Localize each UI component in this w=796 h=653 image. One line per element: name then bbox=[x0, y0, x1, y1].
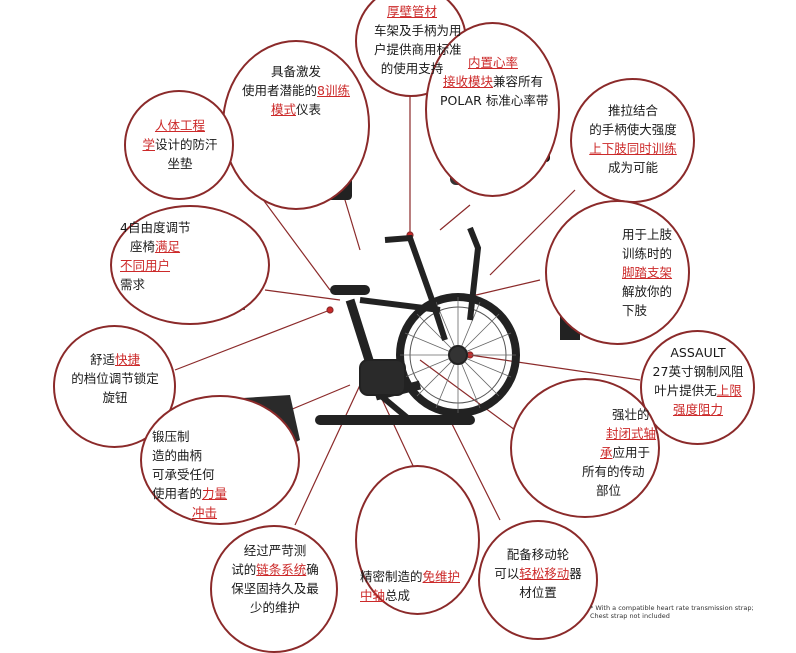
handles-line2: 的手柄使大强度 bbox=[589, 122, 677, 137]
polar-line2a: 接收模块 bbox=[442, 74, 493, 89]
crank-line3: 可承受任何 bbox=[152, 467, 215, 482]
footrest-line3: 脚踏支架 bbox=[622, 265, 673, 280]
callout-casters bbox=[478, 520, 598, 640]
console-line3b: 仪表 bbox=[296, 102, 322, 117]
axle-line2a: 中轴 bbox=[360, 588, 386, 603]
callout-seat-adjust bbox=[110, 205, 270, 325]
seat-adjust-line2b: 满足 bbox=[155, 239, 181, 254]
bearing-line3a: 承 bbox=[600, 445, 613, 460]
frame-text: 厚壁管材 车架及手柄为用 户提供商用标准 的使用支持 bbox=[374, 2, 462, 78]
seat-adjust-line1: 4自由度调节 bbox=[120, 220, 191, 235]
polar-line1: 内置心率 bbox=[467, 55, 518, 70]
quick-lock-text: 舒适快捷 的档位调节锁定 旋钮 bbox=[64, 350, 166, 407]
footrest-line2: 训练时的 bbox=[622, 246, 673, 261]
crank-text: 锻压制 造的曲柄 可承受任何 使用者的力量 冲击 bbox=[152, 427, 227, 522]
casters-line2c: 器 bbox=[569, 566, 582, 581]
seat-adjust-line4: 需求 bbox=[120, 277, 146, 292]
casters-line1: 配备移动轮 bbox=[506, 547, 570, 562]
console-line1: 具备激发 bbox=[270, 64, 321, 79]
chain-text: 经过严苛测 试的链条系统确 保坚固持久及最 少的维护 bbox=[226, 541, 324, 617]
frame-line1: 厚壁管材 bbox=[386, 4, 437, 19]
console-line2a: 使用者潜能的 bbox=[242, 83, 318, 98]
callout-chain bbox=[210, 525, 338, 653]
callout-footrest bbox=[545, 200, 690, 345]
seat-pad-text: 人体工程 学设计的防汗 坐垫 bbox=[140, 116, 220, 173]
callout-crank bbox=[140, 395, 300, 525]
polar-logo: POLAR bbox=[455, 141, 517, 159]
casters-text: 配备移动轮 可以轻松移动器 材位置 bbox=[487, 545, 589, 602]
fan-line1: ASSAULT bbox=[670, 345, 726, 360]
chain-line1: 经过严苛测 bbox=[243, 543, 307, 558]
casters-line2b: 轻松移动 bbox=[519, 566, 570, 581]
seat-pad-line3: 坐垫 bbox=[167, 156, 193, 171]
crank-line5: 冲击 bbox=[192, 505, 218, 520]
bearing-line1: 强壮的 bbox=[612, 407, 650, 422]
handles-line1: 推拉结合 bbox=[607, 103, 658, 118]
fan-line4: 强度阻力 bbox=[672, 402, 723, 417]
axle-line1b: 免维护 bbox=[422, 569, 461, 584]
axle-line2b: 总成 bbox=[385, 588, 411, 603]
chain-line4: 少的维护 bbox=[249, 600, 300, 615]
footrest-line4: 解放你的 bbox=[622, 284, 673, 299]
crank-line4a: 使用者的 bbox=[152, 486, 203, 501]
polar-line2b: 兼容所有 bbox=[493, 74, 544, 89]
frame-line2: 车架及手柄为用 bbox=[374, 23, 462, 38]
callout-handles bbox=[570, 78, 695, 203]
console-line2b: 8训练 bbox=[317, 83, 350, 98]
crank-line1: 锻压制 bbox=[152, 429, 190, 444]
axle-line1a: 精密制造的 bbox=[360, 569, 423, 584]
casters-line2a: 可以 bbox=[494, 566, 520, 581]
fan-text: ASSAULT 27英寸钢制风阻 叶片提供无上限 强度阻力 bbox=[647, 343, 749, 419]
footrest-line5: 下肢 bbox=[622, 303, 648, 318]
crank-line2: 造的曲柄 bbox=[152, 448, 203, 463]
quick-lock-line3: 旋钮 bbox=[102, 390, 128, 405]
chain-line2a: 试的 bbox=[231, 562, 257, 577]
seat-adjust-line3: 不同用户 bbox=[120, 258, 171, 273]
bearing-line5: 部位 bbox=[596, 483, 622, 498]
crank-line4b: 力量 bbox=[202, 486, 228, 501]
handles-line3: 上下肢同时训练 bbox=[589, 141, 677, 156]
handles-line4: 成为可能 bbox=[607, 160, 658, 175]
bearing-line4: 所有的传动 bbox=[582, 464, 645, 479]
seat-adjust-line2a: 座椅 bbox=[130, 239, 156, 254]
quick-lock-line1a: 舒适 bbox=[89, 352, 115, 367]
seat-pad-line1: 人体工程 bbox=[154, 118, 205, 133]
handles-text: 推拉结合 的手柄使大强度 上下肢同时训练 成为可能 bbox=[583, 101, 683, 177]
chain-line3: 保坚固持久及最 bbox=[231, 581, 319, 596]
footrest-line1: 用于上肢 bbox=[622, 227, 673, 242]
callout-bearing bbox=[510, 378, 660, 518]
quick-lock-line1b: 快捷 bbox=[115, 352, 141, 367]
fan-line3a: 叶片提供无 bbox=[654, 383, 717, 398]
callout-fan bbox=[640, 330, 755, 445]
callout-axle bbox=[355, 465, 480, 615]
axle-text: 精密制造的免维护 中轴总成 bbox=[360, 567, 460, 605]
frame-line3: 户提供商用标准 bbox=[374, 42, 462, 57]
chain-line2b: 链条系统 bbox=[256, 562, 307, 577]
seat-pad-line2a: 学 bbox=[142, 137, 155, 152]
footnote: * With a compatible heart rate transmiss… bbox=[590, 604, 754, 620]
polar-text: 内置心率 接收模块兼容所有 POLAR 标准心率带 bbox=[440, 53, 549, 110]
callout-console bbox=[222, 40, 370, 210]
fan-line3b: 上限 bbox=[716, 383, 742, 398]
bearing-line2: 封闭式轴 bbox=[606, 426, 657, 441]
chain-line2c: 确 bbox=[306, 562, 319, 577]
fan-line2: 27英寸钢制风阻 bbox=[652, 364, 744, 379]
footnote-line2: Chest strap not included bbox=[590, 612, 670, 620]
bearing-text: 强壮的 封闭式轴 承应用于 所有的传动 部位 bbox=[582, 405, 657, 500]
quick-lock-line2: 的档位调节锁定 bbox=[71, 371, 159, 386]
console-text: 具备激发 使用者潜能的8训练 模式仪表 bbox=[240, 62, 352, 119]
polar-line3: POLAR 标准心率带 bbox=[440, 93, 549, 108]
bearing-line3b: 应用于 bbox=[612, 445, 651, 460]
callout-polar bbox=[425, 22, 560, 197]
casters-line3: 材位置 bbox=[519, 585, 557, 600]
footnote-line1: * With a compatible heart rate transmiss… bbox=[590, 604, 754, 612]
seat-adjust-text: 4自由度调节 座椅满足 不同用户 需求 bbox=[120, 218, 190, 294]
footrest-text: 用于上肢 训练时的 脚踏支架 解放你的 下肢 bbox=[622, 225, 672, 320]
callout-seat-pad bbox=[124, 90, 234, 200]
seat-pad-line2b: 设计的防汗 bbox=[155, 137, 218, 152]
console-line3a: 模式 bbox=[270, 102, 296, 117]
frame-line4: 的使用支持 bbox=[380, 61, 444, 76]
